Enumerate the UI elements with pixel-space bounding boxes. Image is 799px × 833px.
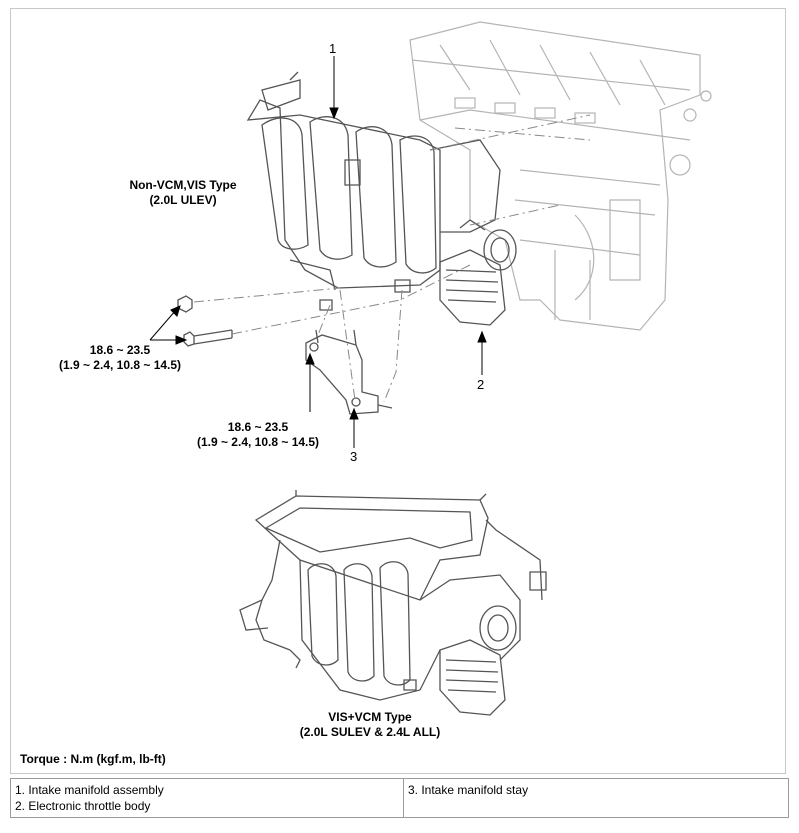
intake-manifold-top (246, 71, 501, 311)
bottom-type-label: VIS+VCM Type (2.0L SULEV & 2.4L ALL) (280, 710, 460, 740)
throttle-body-top (439, 219, 517, 326)
part-number-1: 1 (329, 41, 337, 56)
legend-item: 3. Intake manifold stay (408, 783, 529, 797)
top-type-line2: (2.0L ULEV) (149, 193, 217, 207)
engine-block (409, 21, 712, 331)
legend-item: 1. Intake manifold assembly (15, 783, 164, 797)
diagram-frame (10, 8, 786, 774)
torque-callout-stay: 18.6 ~ 23.5 (1.9 ~ 2.4, 10.8 ~ 14.5) (178, 420, 338, 450)
torque-callout-stay-conversion: (1.9 ~ 2.4, 10.8 ~ 14.5) (196, 435, 320, 449)
manifold-stay (305, 329, 393, 415)
bolts (177, 295, 233, 347)
part-number-2: 2 (477, 377, 485, 392)
legend-cell-right: 3. Intake manifold stay (403, 778, 789, 818)
bottom-type-line2: (2.0L SULEV & 2.4L ALL) (299, 725, 441, 739)
torque-callout-bolts: 18.6 ~ 23.5 (1.9 ~ 2.4, 10.8 ~ 14.5) (40, 343, 200, 373)
top-type-line1: Non-VCM,VIS Type (129, 178, 237, 192)
bottom-type-line1: VIS+VCM Type (328, 710, 412, 724)
legend-cell-left: 1. Intake manifold assembly 2. Electroni… (10, 778, 404, 818)
parts-legend-table: 1. Intake manifold assembly 2. Electroni… (10, 778, 789, 818)
torque-callout-bolts-value: 18.6 ~ 23.5 (89, 343, 151, 357)
top-type-label: Non-VCM,VIS Type (2.0L ULEV) (108, 178, 258, 208)
intake-manifold-bottom (239, 490, 547, 701)
torque-unit-note: Torque : N.m (kgf.m, lb-ft) (20, 752, 166, 766)
throttle-body-bottom (439, 605, 517, 716)
legend-item: 2. Electronic throttle body (15, 799, 151, 813)
assembly-lines (193, 114, 591, 403)
legend-row: 1. Intake manifold assembly 2. Electroni… (10, 778, 789, 818)
torque-callout-stay-value: 18.6 ~ 23.5 (227, 420, 289, 434)
torque-callout-bolts-conversion: (1.9 ~ 2.4, 10.8 ~ 14.5) (58, 358, 182, 372)
callout-arrows (149, 56, 487, 448)
part-number-3: 3 (350, 449, 358, 464)
